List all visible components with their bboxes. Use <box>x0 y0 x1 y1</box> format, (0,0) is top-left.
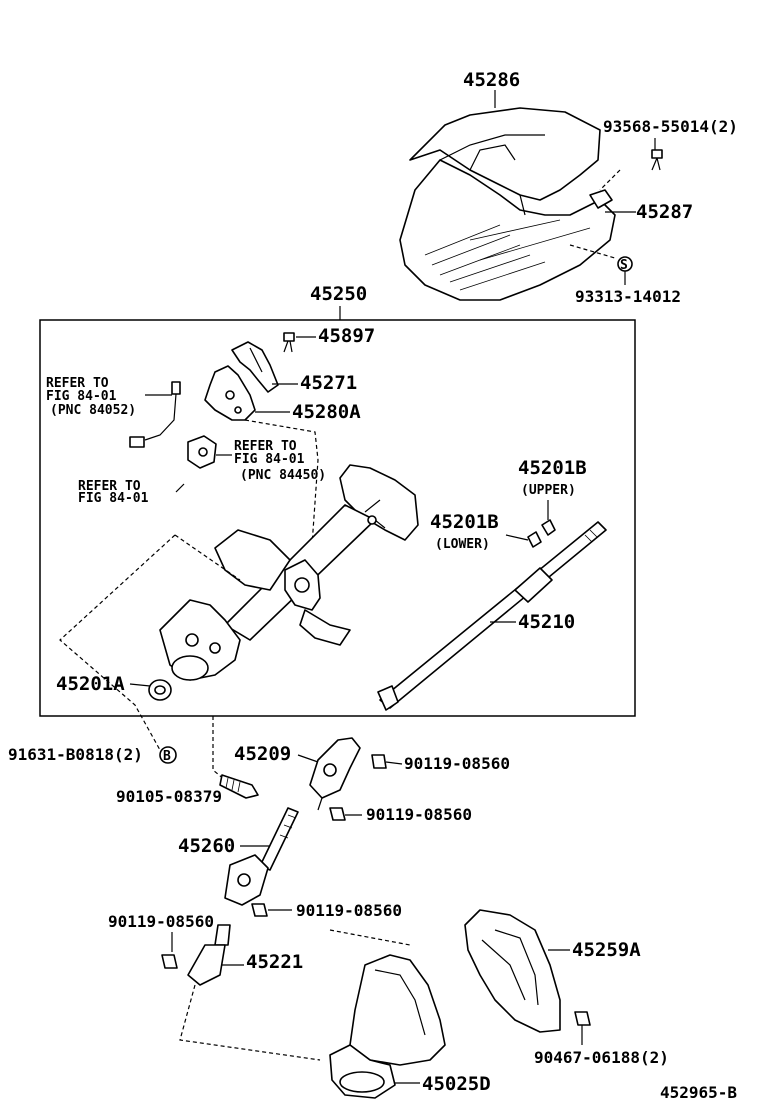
ref2-line2: FIG 84-01 <box>234 452 305 467</box>
switch-connector-icon[interactable] <box>187 435 232 469</box>
label-45259a: 45259A <box>572 939 641 961</box>
bolt-90119-d-icon[interactable] <box>161 954 178 969</box>
bolt-90105-icon[interactable] <box>219 774 259 799</box>
sensor-connector-icon[interactable] <box>129 381 181 448</box>
bushing-45201a-icon[interactable] <box>148 679 172 701</box>
label-45897: 45897 <box>318 325 375 347</box>
ref3-line2: FIG 84-01 <box>78 491 149 506</box>
leader-45201b-lower <box>505 534 529 541</box>
label-45221: 45221 <box>246 951 303 973</box>
dash-45221-box <box>179 929 411 1061</box>
clip-93313-s-icon[interactable]: S <box>617 256 633 273</box>
label-45286: 45286 <box>463 69 520 91</box>
label-91631: 91631-B0818(2) <box>8 745 143 764</box>
label-93313: 93313-14012 <box>575 287 681 306</box>
label-93568: 93568-55014(2) <box>603 117 738 136</box>
label-45025d: 45025D <box>422 1073 491 1095</box>
boot-cover-45259a[interactable] <box>464 909 561 1033</box>
bolt-90119-b-icon[interactable] <box>329 807 346 821</box>
label-90119-d: 90119-08560 <box>108 912 214 931</box>
clip-90467-icon[interactable] <box>574 1011 591 1026</box>
label-45260: 45260 <box>178 835 235 857</box>
label-90467: 90467-06188(2) <box>534 1048 669 1067</box>
leader-45201a <box>129 683 151 687</box>
marker-b: B <box>163 749 171 764</box>
label-45201b-upper: 45201B <box>518 457 587 479</box>
ref1-line2: FIG 84-01 <box>46 389 117 404</box>
label-90105: 90105-08379 <box>116 787 222 806</box>
dash-45209 <box>212 716 226 781</box>
marker-s: S <box>620 258 628 273</box>
ref2-line3: (PNC 84450) <box>240 468 326 483</box>
dash-45280a <box>244 419 319 546</box>
label-90119-b: 90119-08560 <box>366 805 472 824</box>
bushing-upper-icon[interactable] <box>541 519 556 536</box>
ref3-line1: REFER TO <box>78 479 141 494</box>
note-lower: (LOWER) <box>435 537 490 552</box>
marker-b-icon[interactable]: B <box>159 746 177 764</box>
label-45280a: 45280A <box>292 401 361 423</box>
label-45209: 45209 <box>234 743 291 765</box>
label-45271: 45271 <box>300 372 357 394</box>
label-45201b-lower: 45201B <box>430 511 499 533</box>
bushing-lower-icon[interactable] <box>527 531 542 548</box>
screw-93568-icon[interactable] <box>651 149 663 171</box>
label-45250: 45250 <box>310 283 367 305</box>
bracket-45271-icon[interactable] <box>231 341 279 393</box>
label-90119-c: 90119-08560 <box>296 901 402 920</box>
column-cover-assembly[interactable] <box>399 107 621 301</box>
steering-column-body[interactable] <box>159 464 419 681</box>
label-45201a: 45201A <box>56 673 125 695</box>
diagram-id: 452965-B <box>660 1083 737 1102</box>
ref1-line3: (PNC 84052) <box>50 403 136 418</box>
label-45210: 45210 <box>518 611 575 633</box>
dash-column-left <box>59 534 241 751</box>
ref1-line1: REFER TO <box>46 376 109 391</box>
bolt-90119-c-icon[interactable] <box>251 903 268 917</box>
intermediate-shaft-45260[interactable] <box>224 807 299 906</box>
label-45287: 45287 <box>636 201 693 223</box>
note-upper: (UPPER) <box>521 483 576 498</box>
dust-boot-45025d[interactable] <box>329 954 446 1099</box>
universal-joint-45209[interactable] <box>309 737 361 811</box>
main-shaft-45210[interactable] <box>377 521 607 711</box>
ref2-line1: REFER TO <box>234 439 297 454</box>
label-90119-a: 90119-08560 <box>404 754 510 773</box>
leader-90119-a <box>385 761 403 765</box>
lower-joint-45221[interactable] <box>187 924 231 986</box>
leader-ref3 <box>175 483 185 493</box>
leader-45209 <box>297 754 319 763</box>
assembly-45250-box <box>39 319 636 717</box>
bracket-45280a-icon[interactable] <box>204 365 256 421</box>
bolt-90119-a-icon[interactable] <box>371 754 387 769</box>
bolt-45897-icon[interactable] <box>283 332 295 353</box>
